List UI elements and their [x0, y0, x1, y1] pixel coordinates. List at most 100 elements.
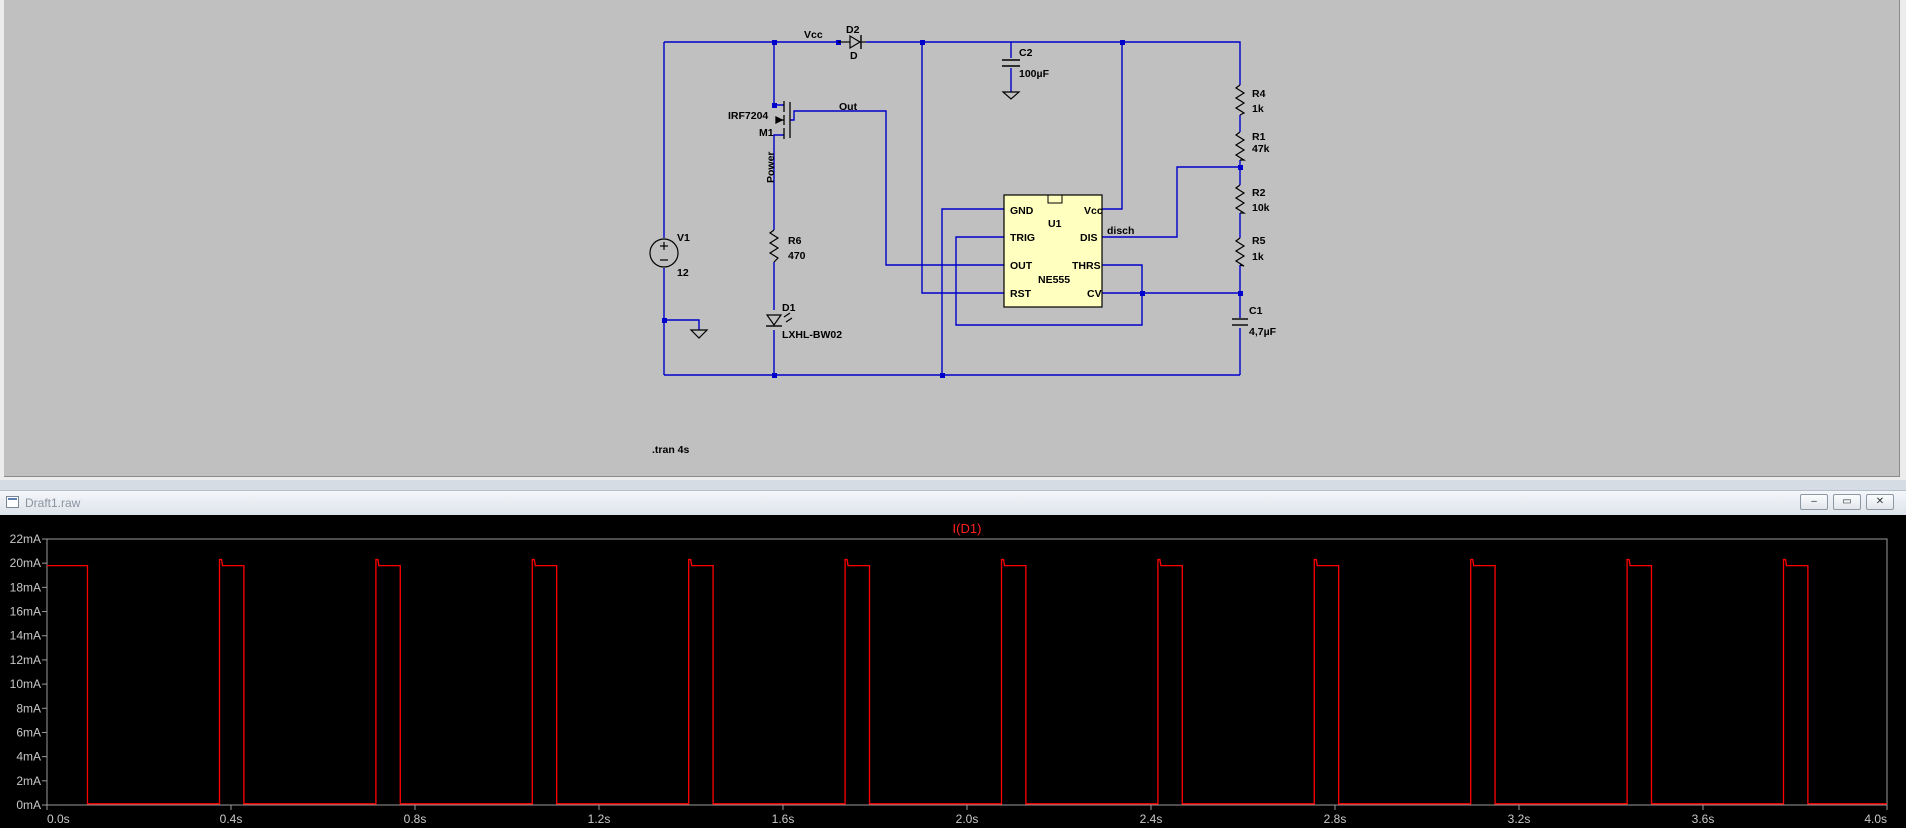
pin-rst-label: RST: [1010, 288, 1032, 300]
spice-directive[interactable]: .tran 4s: [652, 444, 690, 456]
x-tick-label: 0.8s: [404, 812, 427, 826]
junctions: [662, 40, 1243, 378]
x-tick-label: 1.6s: [772, 812, 795, 826]
led-d1[interactable]: [765, 312, 793, 327]
x-tick-label: 2.4s: [1140, 812, 1163, 826]
waveform-window-icon: [6, 496, 19, 508]
wires: [663, 41, 1241, 376]
y-tick-label: 4mA: [16, 750, 41, 764]
resistor-r4[interactable]: [1234, 84, 1246, 116]
schematic-drawing[interactable]: D2 D C2 100µF IRF7204: [4, 0, 1899, 476]
d2-ref: D2: [846, 24, 860, 36]
minimize-button[interactable]: –: [1800, 494, 1828, 510]
m1-ref: M1: [759, 127, 774, 139]
r5-value: 1k: [1252, 251, 1264, 263]
r6-value: 470: [788, 250, 806, 262]
y-tick-label: 18mA: [10, 580, 41, 594]
x-tick-label: 4.0s: [1864, 812, 1887, 826]
waveform-titlebar[interactable]: Draft1.raw – ▭ ✕: [0, 490, 1906, 516]
wire-gnd-pin: [941, 208, 1004, 375]
r4-value: 1k: [1252, 103, 1264, 115]
net-label-power: Power: [765, 151, 777, 183]
r1-ref: R1: [1252, 131, 1266, 143]
resistor-r6[interactable]: [768, 229, 780, 263]
u1-value: NE555: [1038, 274, 1070, 286]
voltage-source-v1[interactable]: [649, 238, 679, 268]
pin-dis-label: DIS: [1080, 232, 1098, 244]
net-label-disch: disch: [1107, 225, 1134, 237]
y-tick-label: 8mA: [16, 701, 41, 715]
m1-value: IRF7204: [728, 110, 768, 122]
c1-ref: C1: [1249, 305, 1263, 317]
wire-gnd-tap: [664, 319, 700, 330]
c2-gnd-symbol: [1001, 91, 1021, 100]
u1-ref: U1: [1048, 218, 1062, 230]
waveform-window-title: Draft1.raw: [25, 496, 81, 510]
y-tick-label: 14mA: [10, 629, 41, 643]
restore-button[interactable]: ▭: [1833, 494, 1861, 510]
net-label-vcc: Vcc: [804, 29, 823, 41]
pin-trig-label: TRIG: [1010, 232, 1035, 244]
plot-frame: [46, 538, 1888, 806]
y-tick-label: 20mA: [10, 556, 41, 570]
pin-vcc-label: Vcc: [1084, 205, 1103, 217]
x-tick-label: 2.8s: [1324, 812, 1347, 826]
r2-value: 10k: [1252, 202, 1270, 214]
pin-thrs-label: THRS: [1072, 260, 1101, 272]
pin-gnd-label: GND: [1010, 205, 1034, 217]
wire-mosfet-source: [773, 42, 784, 106]
y-tick-label: 16mA: [10, 605, 41, 619]
ic-ne555[interactable]: GND TRIG OUT RST Vcc DIS THRS CV U1 NE55…: [1003, 194, 1103, 308]
wire-rst-pin: [921, 42, 1004, 294]
c1-value: 4,7µF: [1249, 326, 1277, 338]
wire-gate: [790, 110, 1004, 266]
x-tick-label: 3.2s: [1508, 812, 1531, 826]
pin-out-label: OUT: [1010, 260, 1033, 272]
y-tick-label: 10mA: [10, 677, 41, 691]
trace-id1-line: [47, 558, 1887, 805]
d1-ref: D1: [782, 302, 796, 314]
v1-gnd-symbol: [689, 329, 709, 339]
trace-label-id1[interactable]: I(D1): [953, 521, 982, 536]
pin-cv-label: CV: [1087, 288, 1102, 300]
wire-trig-pin: [955, 236, 1143, 326]
waveform-chart[interactable]: I(D1) 0mA 2mA 4mA 6mA 8mA 10mA 12mA 14mA 16mA 18m…: [0, 515, 1906, 828]
resistor-r5[interactable]: [1234, 237, 1246, 267]
schematic-pane: D2 D C2 100µF IRF7204: [0, 0, 1906, 480]
x-tick-label: 0.0s: [47, 812, 70, 826]
close-button[interactable]: ✕: [1866, 494, 1894, 510]
r2-ref: R2: [1252, 187, 1266, 199]
x-tick-label: 3.6s: [1692, 812, 1715, 826]
r5-ref: R5: [1252, 235, 1266, 247]
resistor-r1[interactable]: [1234, 131, 1247, 161]
wire-mosfet-drain: [773, 134, 784, 230]
wire-top-rail-right: [866, 41, 1241, 85]
x-tick-label: 0.4s: [220, 812, 243, 826]
r1-value: 47k: [1252, 143, 1270, 155]
v1-ref: V1: [677, 232, 690, 244]
capacitor-c1[interactable]: [1232, 318, 1248, 326]
v1-value: 12: [677, 267, 689, 279]
diode-d2[interactable]: D2 D: [838, 24, 866, 62]
waveform-window: Draft1.raw – ▭ ✕ I(D1) 0mA 2mA 4mA 6mA 8mA 10…: [0, 490, 1906, 828]
resistor-r2[interactable]: [1234, 184, 1247, 214]
c2-ref: C2: [1019, 47, 1033, 59]
net-label-out: Out: [839, 101, 858, 113]
y-tick-label: 12mA: [10, 653, 41, 667]
y-tick-label: 2mA: [16, 774, 41, 788]
r4-ref: R4: [1252, 88, 1266, 100]
d1-value: LXHL-BW02: [782, 329, 842, 341]
d2-value: D: [850, 50, 858, 62]
r6-ref: R6: [788, 235, 802, 247]
y-tick-label: 6mA: [16, 725, 41, 739]
y-tick-label: 0mA: [16, 798, 41, 812]
waveform-plot-area[interactable]: I(D1) 0mA 2mA 4mA 6mA 8mA 10mA 12mA 14mA 16mA 18m…: [0, 515, 1906, 828]
mosfet-m1[interactable]: [775, 101, 791, 139]
schematic-canvas[interactable]: D2 D C2 100µF IRF7204: [4, 0, 1900, 477]
wire-vcc-pin: [1102, 42, 1123, 210]
y-axis: 0mA 2mA 4mA 6mA 8mA 10mA 12mA 14mA 16mA 18mA 20mA 2…: [10, 532, 47, 812]
capacitor-c2[interactable]: [1002, 59, 1020, 67]
y-tick-label: 22mA: [10, 532, 41, 546]
c2-value: 100µF: [1019, 68, 1050, 80]
